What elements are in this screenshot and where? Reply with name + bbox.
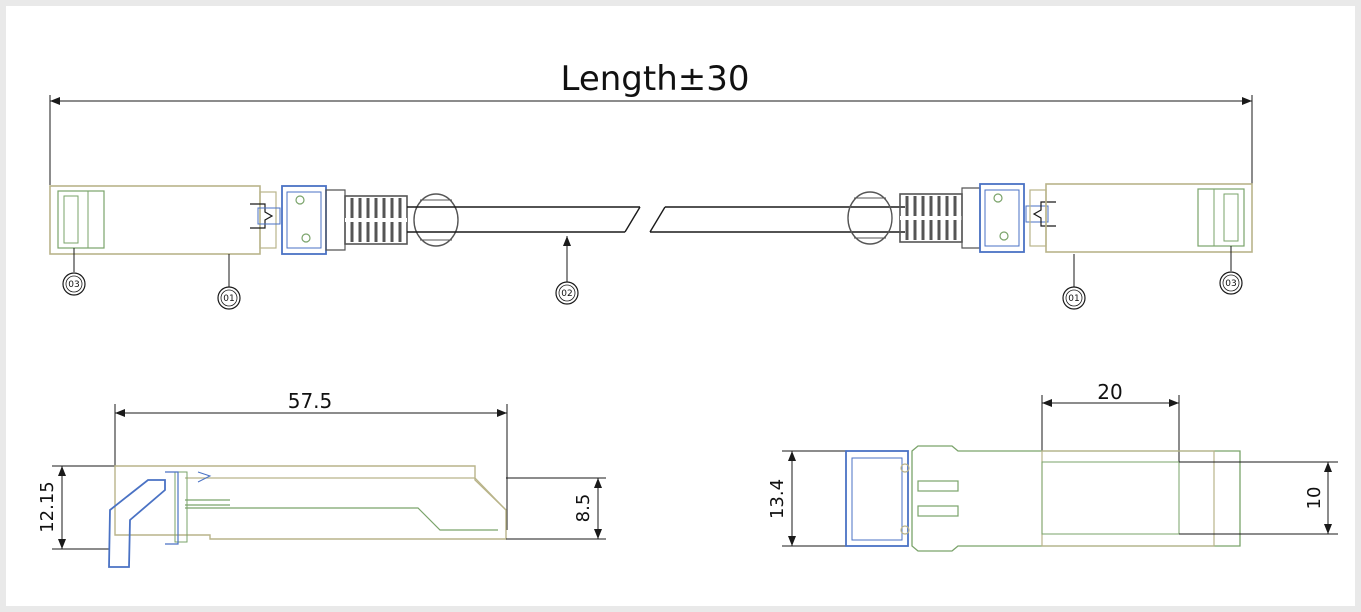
technical-drawing: Length±30 [37, 59, 1338, 568]
cable [407, 206, 905, 233]
left-cable-boot [325, 189, 459, 251]
overall-length-label: Length±30 [560, 59, 749, 99]
right-cable-boot [847, 187, 981, 249]
end-width-label: 20 [1097, 380, 1122, 404]
callout-left-module-number: 01 [223, 294, 234, 304]
end-view: 20 13.4 10 [767, 380, 1338, 552]
side-pull-tab [108, 479, 166, 568]
top-view: Length±30 [49, 59, 1253, 310]
callout-right-module: 01 [1062, 254, 1086, 310]
side-length-label: 57.5 [288, 389, 333, 413]
callout-left-module: 01 [217, 254, 241, 310]
callout-cable: 02 [555, 236, 579, 305]
callout-right-latch: 03 [1219, 246, 1243, 295]
drawing-sheet: Length±30 [6, 6, 1355, 606]
end-height-label: 13.4 [767, 479, 788, 519]
left-module [49, 185, 327, 255]
end-latch-frame [845, 450, 909, 547]
right-module [979, 183, 1253, 253]
side-view: 57.5 12.15 8.5 [37, 389, 606, 568]
callout-cable-number: 02 [561, 289, 572, 299]
side-height-label: 12.15 [37, 481, 58, 533]
callout-left-latch: 03 [62, 248, 86, 296]
end-body-height-label: 10 [1304, 487, 1325, 510]
side-body-height-label: 8.5 [573, 494, 594, 523]
callout-right-latch-number: 03 [1225, 279, 1236, 289]
callout-left-latch-number: 03 [68, 280, 79, 290]
callout-right-module-number: 01 [1068, 294, 1079, 304]
